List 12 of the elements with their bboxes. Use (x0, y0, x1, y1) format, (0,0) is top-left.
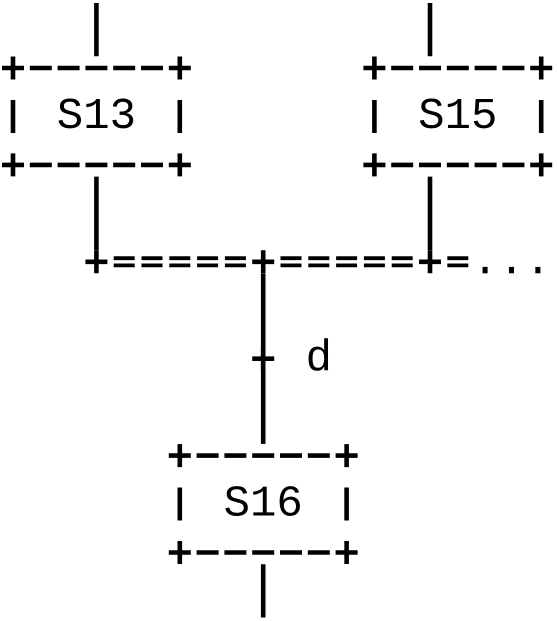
connector-line (94, 176, 99, 250)
bus-line (83, 248, 470, 276)
connector-line (260, 274, 266, 444)
process-box: S15 (361, 54, 554, 179)
edge-label: d (308, 338, 328, 371)
connector-line (94, 3, 99, 56)
connector-line (428, 3, 432, 56)
process-box: S13 (0, 54, 194, 179)
connector-line (260, 564, 266, 618)
ellipsis: ... (482, 266, 540, 274)
process-box: S16 (166, 442, 360, 566)
connector-line (428, 176, 432, 250)
